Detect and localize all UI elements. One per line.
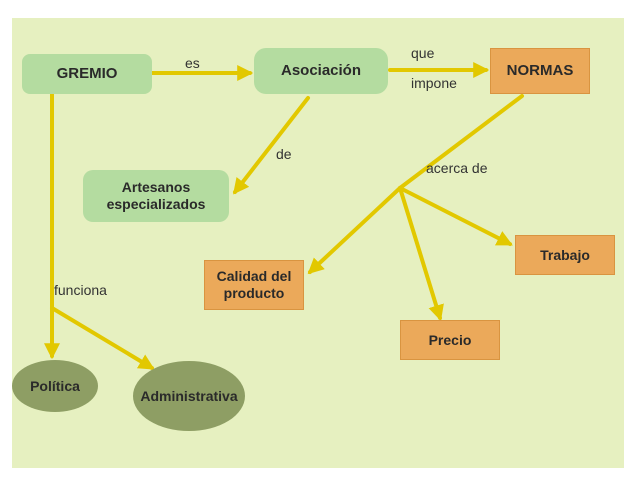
link-label-acerca-de: acerca de (426, 160, 488, 176)
node-politica-label: Política (30, 377, 80, 394)
node-gremio: GREMIO (22, 54, 152, 94)
node-artesanos-label-2: especializados (106, 196, 206, 212)
link-label-funciona: funciona (54, 282, 107, 298)
node-trabajo: Trabajo (515, 235, 615, 275)
link-label-es: es (185, 55, 200, 71)
link-label-impone: impone (411, 75, 457, 91)
link-label-de: de (276, 146, 292, 162)
node-precio-label: Precio (428, 331, 472, 348)
node-calidad: Calidad del producto (204, 260, 304, 310)
node-calidad-label-2: producto (223, 285, 285, 301)
arrow-gremio-administrativa (50, 306, 155, 370)
node-gremio-label: GREMIO (56, 65, 118, 82)
node-administrativa-label: Administrativa (140, 387, 238, 404)
link-label-que: que (411, 45, 435, 61)
node-precio: Precio (400, 320, 500, 360)
node-artesanos: Artesanos especializados (83, 170, 229, 222)
node-asociacion: Asociación (254, 48, 388, 94)
line-normas-junction (398, 94, 524, 190)
node-normas: NORMAS (490, 48, 590, 94)
arrow-asociacion-artesanos (233, 96, 310, 195)
arrow-junction-calidad (307, 186, 402, 275)
node-asociacion-label: Asociación (280, 62, 362, 79)
node-administrativa: Administrativa (133, 361, 245, 431)
node-politica: Política (12, 360, 98, 412)
node-calidad-label-1: Calidad del (216, 268, 292, 285)
node-normas-label: NORMAS (506, 62, 574, 79)
arrow-junction-trabajo (398, 186, 513, 246)
node-artesanos-label-1: Artesanos (121, 179, 191, 196)
arrow-junction-precio (398, 186, 444, 322)
node-trabajo-label: Trabajo (540, 246, 590, 263)
